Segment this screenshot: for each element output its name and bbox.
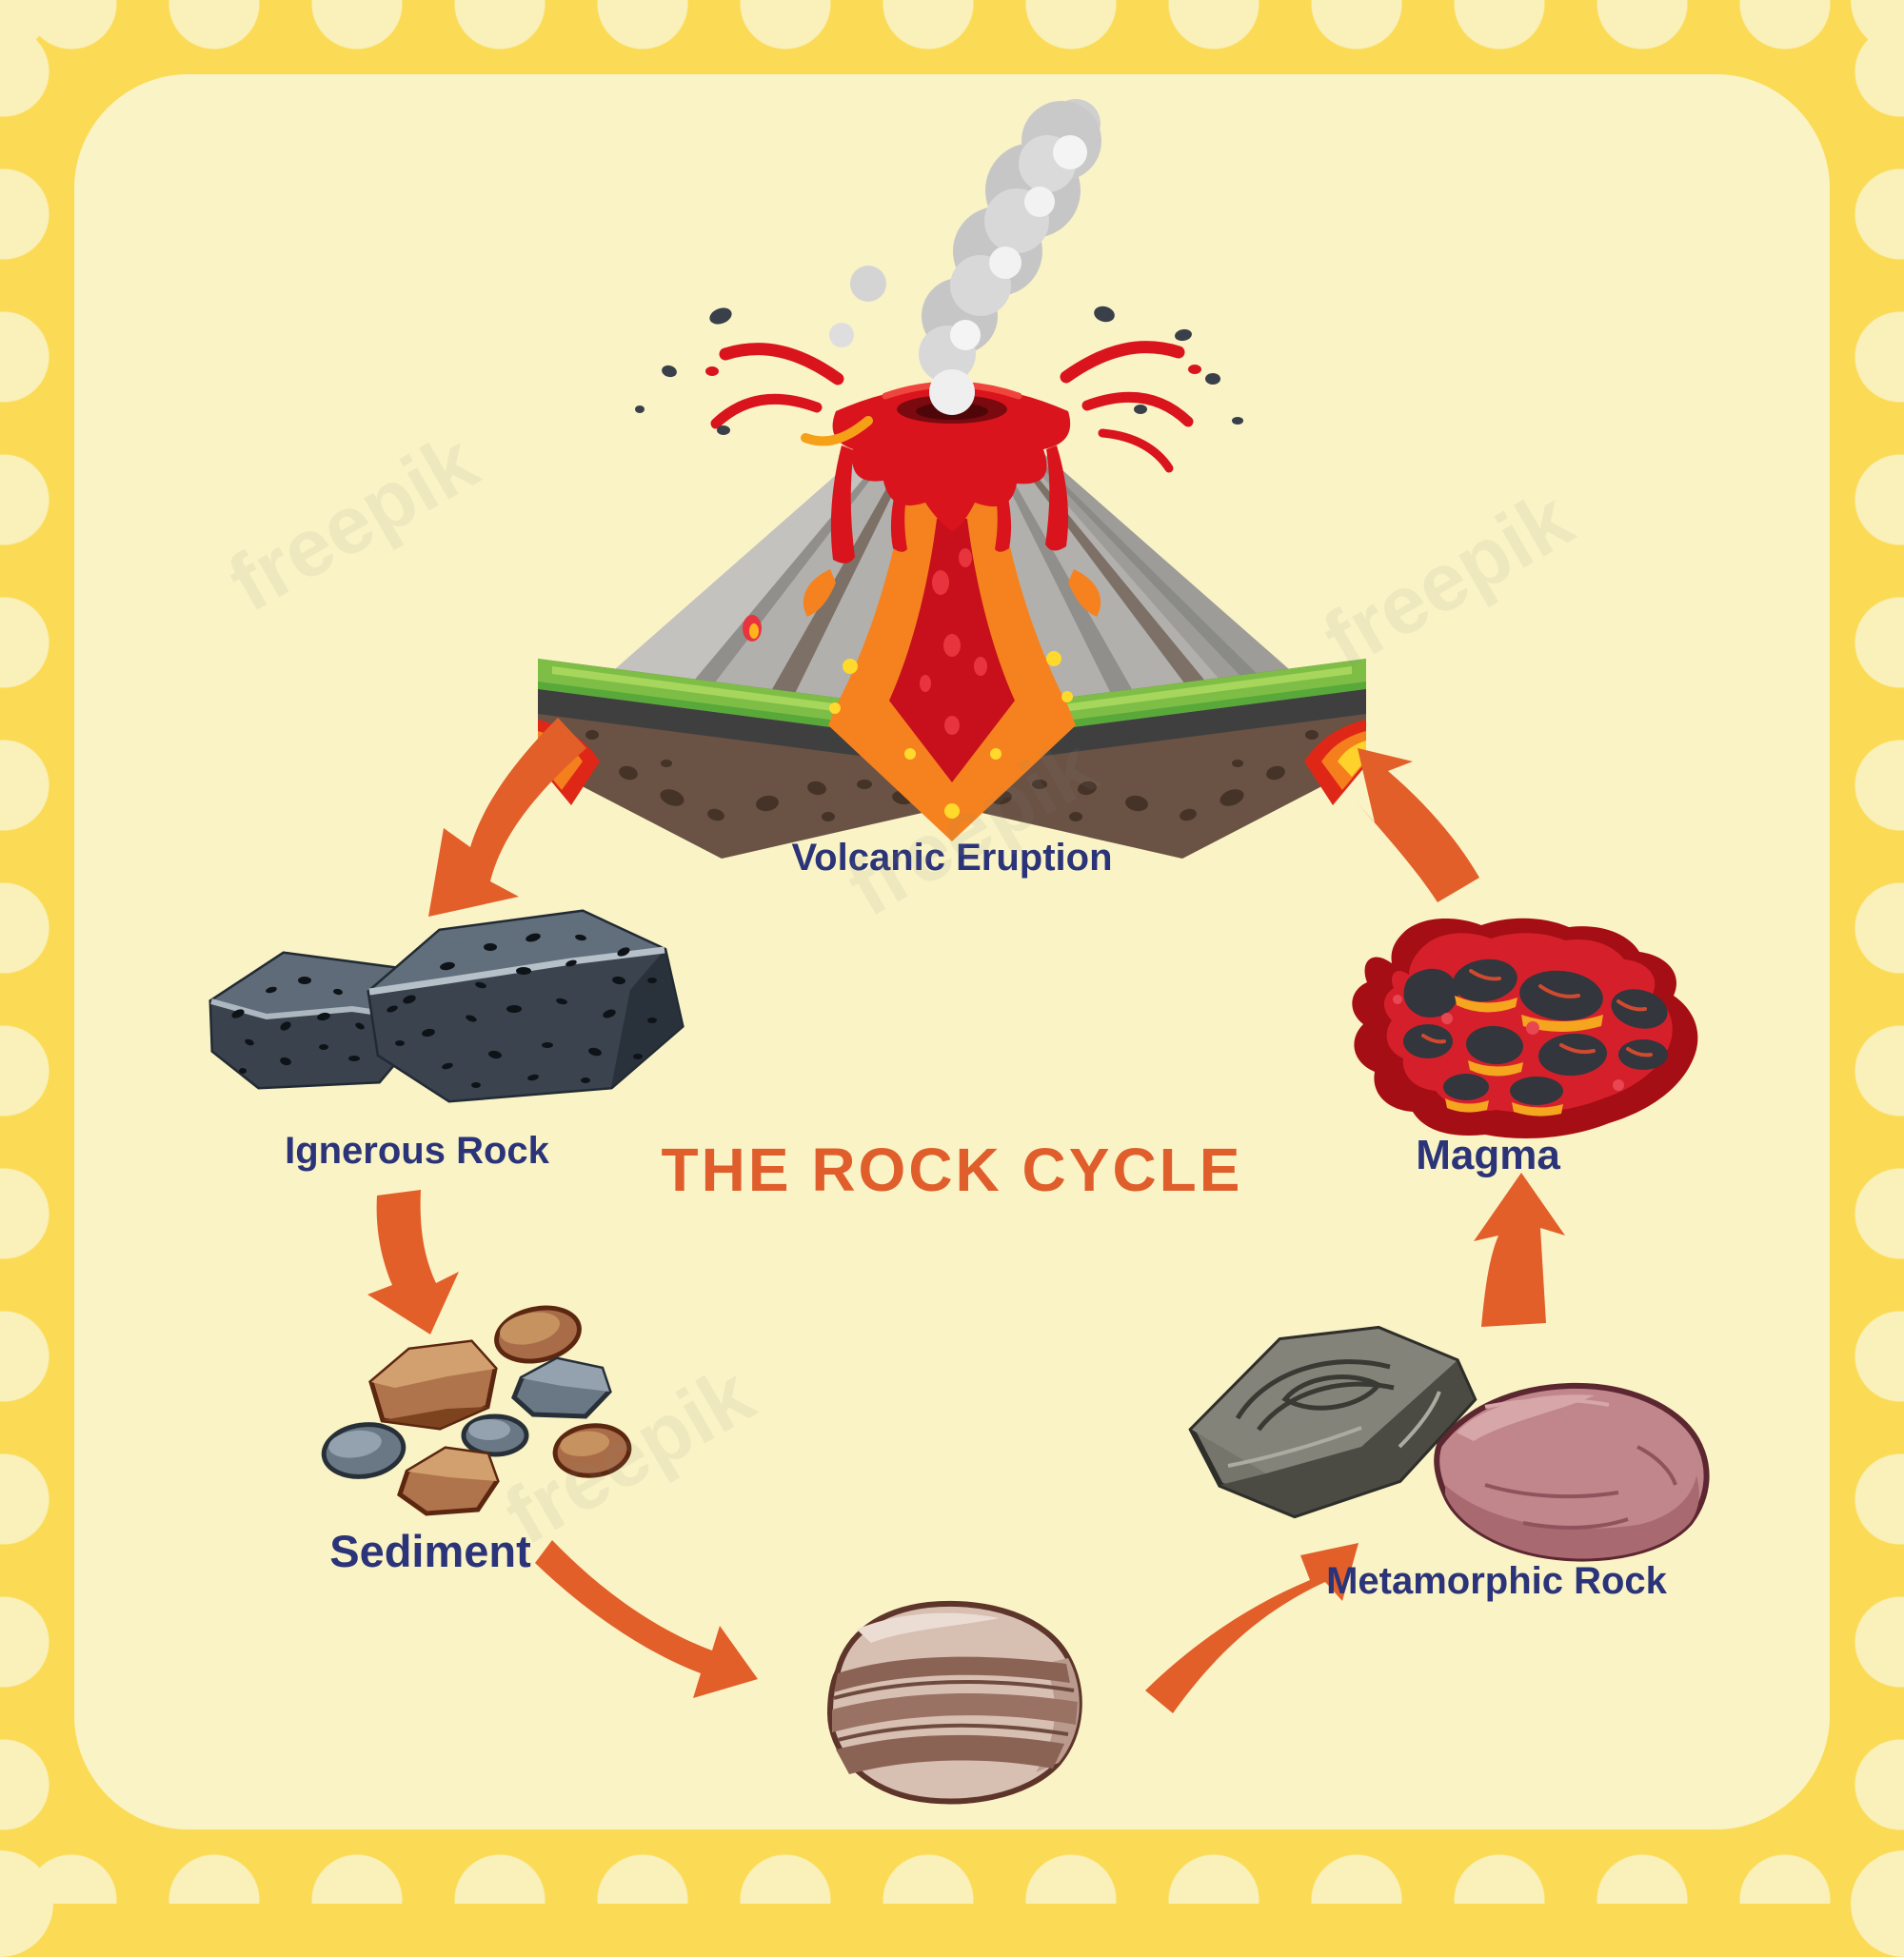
flying-rocks [635,306,1243,435]
label-sediment: Sediment [329,1526,531,1576]
igneous-speckles [231,933,657,1088]
label-igneous-rock: Ignerous Rock [285,1130,549,1172]
sedimentary-rock-illustration [826,1601,1082,1805]
arrow-metamorphic-to-magma [1474,1173,1565,1327]
lava-splashes [705,341,1201,473]
igneous-rock-illustration [208,909,684,1103]
diagram-artwork [208,99,1710,1805]
arrow-volcano-to-igneous [428,718,586,917]
label-magma: Magma [1416,1132,1560,1178]
smoke-plume [829,99,1101,415]
lava-flow [743,409,1101,841]
page-title: THE ROCK CYCLE [661,1136,1243,1204]
arrow-striped-rock-to-metamorphic [1145,1543,1359,1713]
label-metamorphic-rock: Metamorphic Rock [1326,1560,1667,1602]
arrow-magma-to-volcano [1356,748,1479,902]
volcano-illustration [538,99,1366,859]
metamorphic-rock-illustration [1188,1325,1710,1562]
label-volcanic-eruption: Volcanic Eruption [791,837,1113,879]
arrow-igneous-to-sediment [367,1190,459,1334]
arrow-sediment-to-striped-rock [535,1540,758,1698]
sediment-illustration [321,1305,632,1516]
magma-illustration [1352,918,1698,1138]
